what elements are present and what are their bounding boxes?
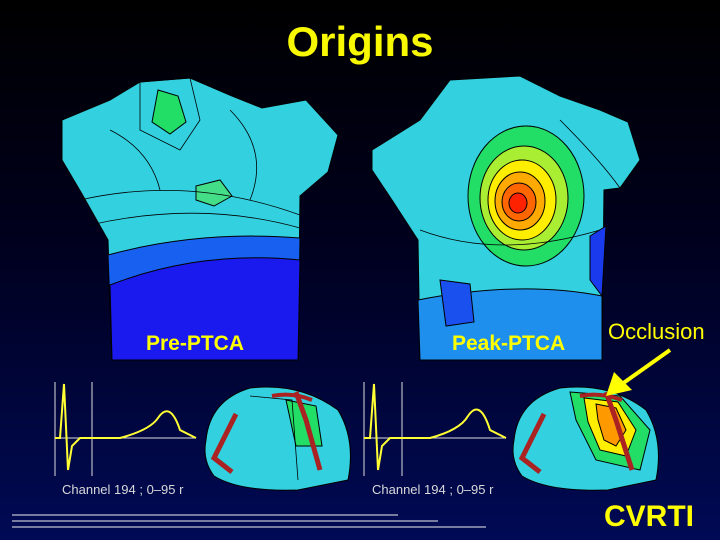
pre-ptca-heart-map (204, 386, 351, 491)
decorative-lines (12, 514, 486, 528)
slide-title: Origins (286, 18, 434, 65)
peak-ptca-label: Peak-PTCA (452, 332, 566, 355)
occlusion-label: Occlusion (608, 319, 705, 344)
pre-ptca-label: Pre-PTCA (146, 332, 245, 355)
pre-ptca-ecg-trace (54, 382, 197, 476)
occlusion-arrow (606, 348, 672, 396)
pre-ptca-torso-map (61, 77, 339, 361)
left-channel-label: Channel 194 ; 0–95 r (62, 482, 184, 497)
peak-ptca-torso-map (371, 75, 641, 361)
peak-ptca-ecg-trace (363, 382, 507, 476)
peak-ptca-heart-map (512, 386, 659, 491)
right-channel-label: Channel 194 ; 0–95 r (372, 482, 494, 497)
cvrti-logo: CVRTI (604, 500, 694, 533)
